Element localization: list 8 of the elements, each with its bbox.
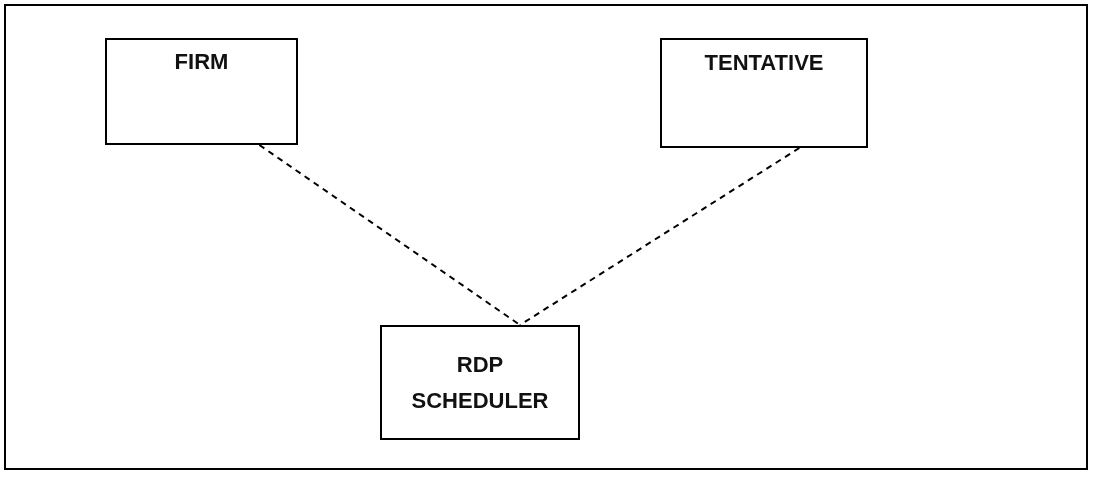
process-box [660,38,868,148]
box-label: RDP SCHEDULER [410,351,550,415]
box-label: FIRM [174,47,229,76]
dashed-connector [519,147,801,326]
process-box [105,38,298,145]
dashed-connector [258,144,521,326]
box-label: TENTATIVE [704,49,824,78]
process-box [380,325,580,440]
